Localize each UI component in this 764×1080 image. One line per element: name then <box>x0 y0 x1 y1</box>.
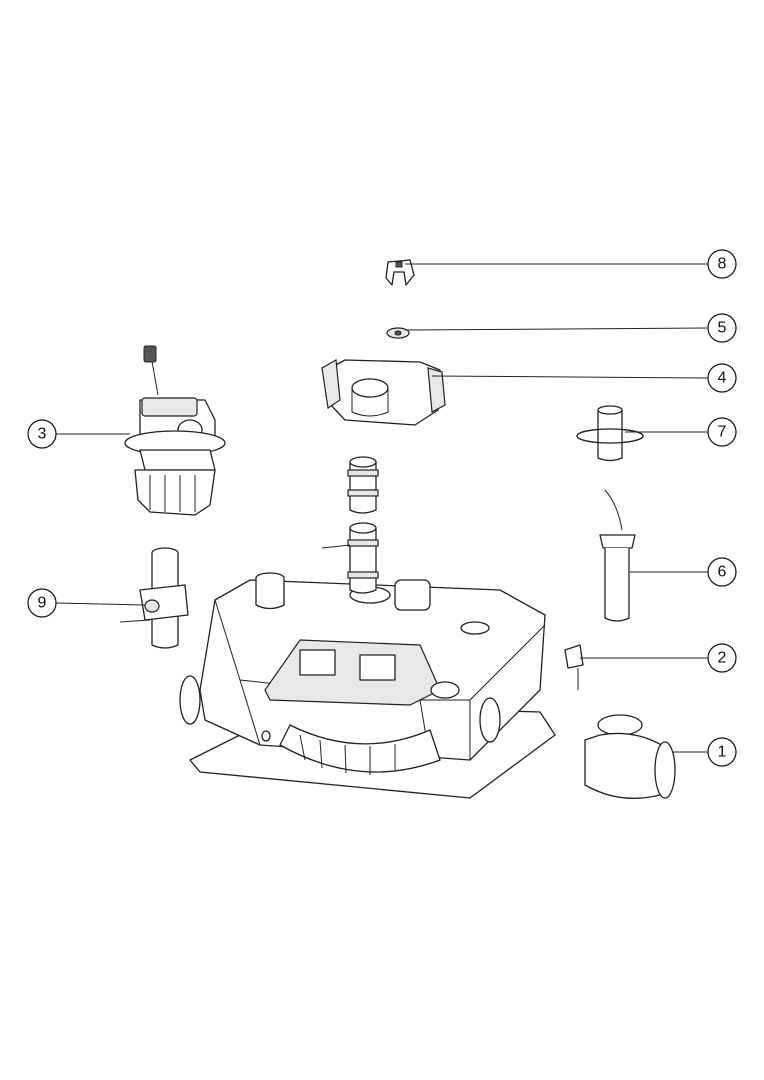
callout-label: 3 <box>38 426 47 443</box>
part-1-inlet-sleeve <box>584 714 676 799</box>
part-2-bracket <box>564 644 584 690</box>
part-8-clip <box>385 259 415 286</box>
callout-label: 6 <box>718 564 727 581</box>
callout-label: 2 <box>718 650 727 667</box>
callout-9: 9 <box>27 588 57 618</box>
callout-label: 7 <box>718 424 727 441</box>
part-4-manifold <box>321 359 446 426</box>
callout-label: 8 <box>718 256 727 273</box>
callout-label: 5 <box>718 320 727 337</box>
callout-1: 1 <box>707 737 737 767</box>
part-7-cap <box>576 405 644 462</box>
callout-8: 8 <box>707 249 737 279</box>
callout-6: 6 <box>707 557 737 587</box>
callout-3: 3 <box>27 419 57 449</box>
callout-label: 4 <box>718 370 727 387</box>
callout-label: 1 <box>718 744 727 761</box>
part-9-valve <box>119 547 189 649</box>
callout-2: 2 <box>707 643 737 673</box>
leader-lines <box>55 263 709 753</box>
part-6-sensor-tube <box>599 489 636 622</box>
part-3-pump-motor <box>124 345 226 516</box>
callout-4: 4 <box>707 363 737 393</box>
callout-label: 9 <box>38 595 47 612</box>
base-tank <box>179 572 556 799</box>
callout-5: 5 <box>707 313 737 343</box>
central-pipe-stack <box>321 456 379 594</box>
callout-7: 7 <box>707 417 737 447</box>
part-5-seal <box>386 327 410 339</box>
